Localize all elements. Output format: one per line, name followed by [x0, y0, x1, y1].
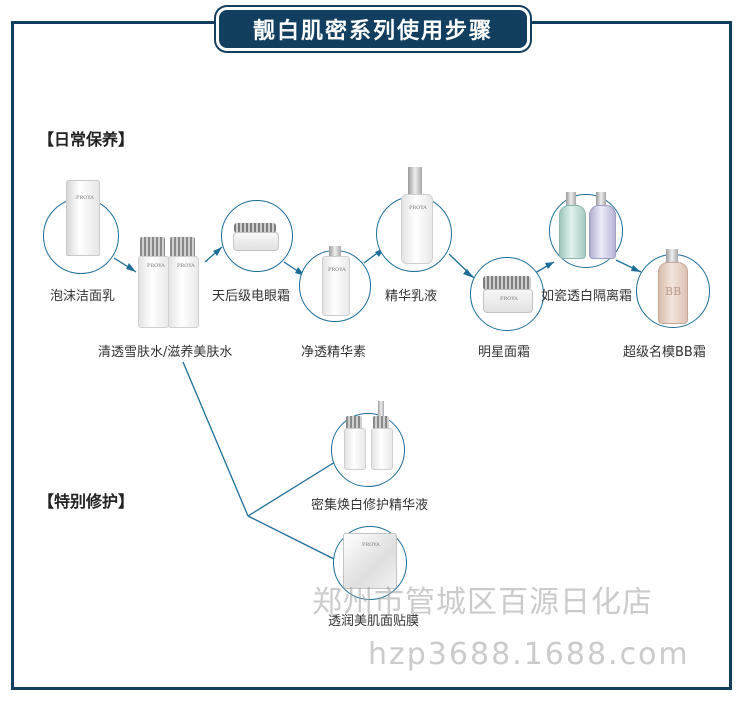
emulsion-bottle-image: PROYA: [401, 194, 433, 264]
essence-bottle-image: PROYA: [322, 256, 350, 316]
brand-text: PROYA: [76, 195, 94, 201]
eye-cream-jar-image: [233, 232, 279, 251]
serum-cap-1: [346, 416, 362, 430]
brand-text: PROYA: [409, 205, 427, 211]
section-daily-label: 【日常保养】: [38, 130, 135, 149]
serum-vial-2-image: [371, 428, 393, 470]
watermark-url: hzp3688.1688.com: [368, 637, 690, 672]
face-cream-jar-image: PROYA: [483, 289, 533, 313]
face-mask-pack-image: PROYA: [343, 533, 397, 589]
emulsion-pump: [408, 167, 422, 195]
primer-bottle-green-image: [559, 205, 586, 259]
label-serum: 密集焕白修护精华液: [311, 498, 429, 513]
label-essence: 净透精华素: [301, 345, 367, 360]
title-banner: 靓白肌密系列使用步骤: [219, 10, 527, 48]
serum-vial-1-image: [344, 428, 366, 470]
label-face-cream: 明星面霜: [478, 345, 531, 360]
brand-text: PROYA: [177, 263, 195, 269]
face-cream-lid: [483, 276, 531, 290]
branch-lower: [247, 515, 337, 561]
section-daily-care: 【日常保养】: [38, 126, 134, 150]
arrowhead-7: [631, 265, 641, 272]
arrowhead-5: [463, 269, 474, 278]
label-primer: 如瓷透白隔离霜: [541, 289, 633, 304]
arrowhead-1: [126, 263, 136, 272]
page-title: 靓白肌密系列使用步骤: [252, 18, 493, 44]
section-special-care: 【特别修护】: [38, 488, 134, 512]
essence-pump: [329, 246, 341, 256]
cleanser-tube-image: PROYA: [66, 180, 100, 256]
section-special-label: 【特别修护】: [38, 492, 135, 511]
brand-text: PROYA: [328, 267, 346, 273]
toner-cap-1: [140, 237, 165, 257]
label-toner: 清透雪肤水/滋养美肤水: [98, 345, 233, 360]
bb-text: BB: [665, 285, 682, 298]
brand-text: PROYA: [147, 263, 165, 269]
brand-text: PROYA: [362, 542, 380, 548]
arrowhead-2: [213, 247, 222, 256]
label-eye-cream: 天后级电眼霜: [212, 289, 291, 304]
branch-main: [182, 361, 249, 517]
serum-dropper: [378, 401, 384, 417]
arrowhead-6: [545, 262, 554, 269]
primer-pump-purple: [596, 192, 606, 206]
serum-cap-2: [373, 416, 389, 430]
watermark-shop-name: 郑州市管城区百源日化店: [312, 585, 653, 620]
toner-bottle-1-image: PROYA: [138, 256, 169, 328]
primer-pump-green: [566, 192, 576, 206]
product-circle-serum: [331, 413, 405, 487]
toner-bottle-2-image: PROYA: [168, 256, 199, 328]
brand-text: PROYA: [500, 296, 518, 302]
eye-cream-lid: [234, 223, 276, 233]
branch-upper: [247, 461, 336, 517]
label-face-mask: 透润美肌面贴膜: [328, 614, 420, 629]
label-emulsion: 精华乳液: [385, 289, 438, 304]
toner-cap-2: [170, 237, 195, 257]
label-bb-cream: 超级名模BB霜: [623, 345, 706, 360]
bb-cream-bottle-image: BB: [658, 262, 688, 324]
primer-bottle-purple-image: [589, 205, 616, 259]
label-cleanser: 泡沫洁面乳: [50, 289, 116, 304]
bb-cream-pump: [666, 249, 678, 263]
